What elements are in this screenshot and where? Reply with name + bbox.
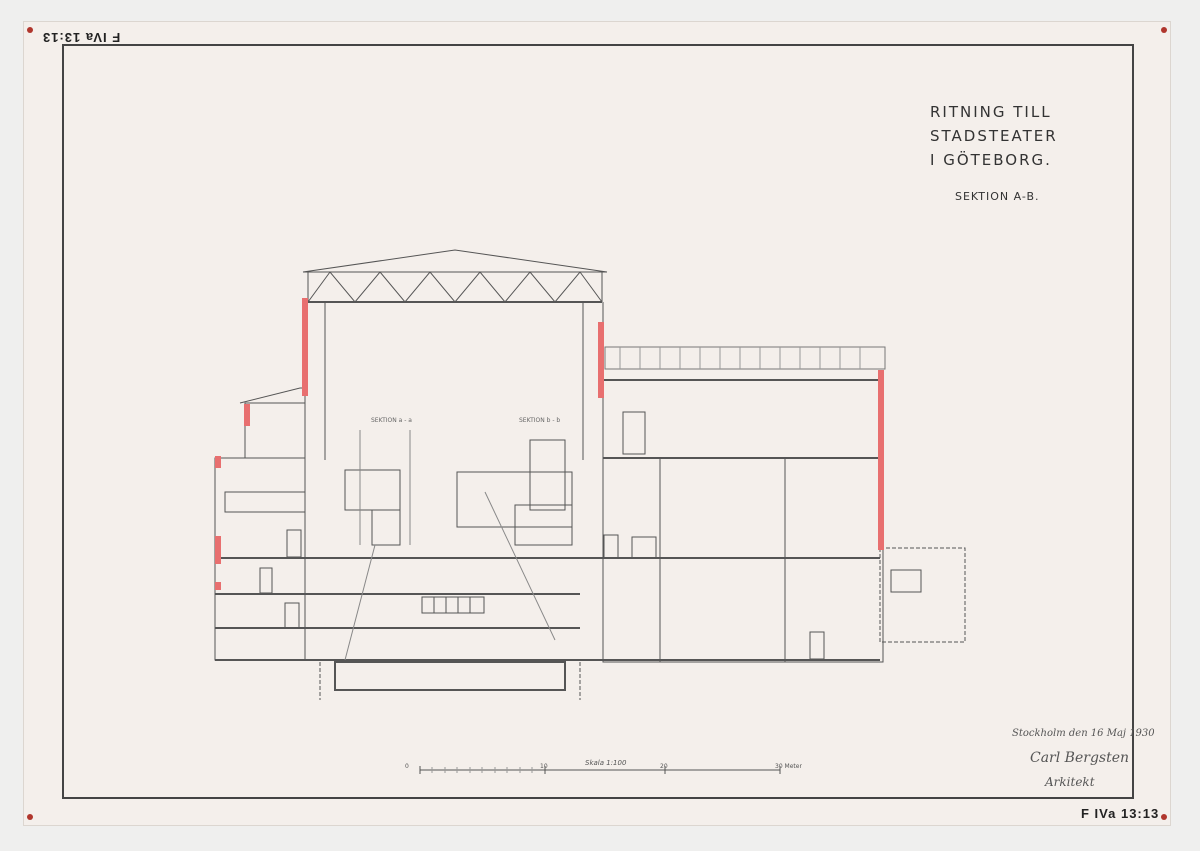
pin-top-right bbox=[1161, 27, 1167, 33]
scale-tick-20: 20 bbox=[660, 763, 668, 770]
scale-label: Skala 1:100 bbox=[585, 759, 627, 767]
section-label-a: SEKTION a - a bbox=[371, 417, 412, 424]
window-row bbox=[421, 596, 485, 614]
signature-title: Arkitekt bbox=[1045, 775, 1095, 789]
drawing-border bbox=[62, 44, 1134, 799]
archive-code-bottom: F IVa 13:13 bbox=[1081, 806, 1160, 821]
right-roof bbox=[603, 346, 886, 381]
drawing-title: RITNING TILL STADSTEATER I GÖTEBORG. bbox=[930, 100, 1058, 172]
title-line-2: STADSTEATER bbox=[930, 127, 1058, 145]
pin-bottom-right bbox=[1161, 814, 1167, 820]
scale-tick-30: 30 Meter bbox=[775, 763, 802, 770]
title-line-3: I GÖTEBORG. bbox=[930, 151, 1052, 169]
drawing-sheet bbox=[24, 22, 1170, 825]
signature-place-date: Stockholm den 16 Maj 1930 bbox=[1012, 728, 1155, 739]
stage-roof-truss bbox=[302, 249, 608, 303]
title-line-1: RITNING TILL bbox=[930, 103, 1052, 121]
pin-bottom-left bbox=[27, 814, 33, 820]
scale-tick-10: 10 bbox=[540, 763, 548, 770]
section-label-b: SEKTION b - b bbox=[519, 417, 560, 424]
cut-walls bbox=[215, 298, 884, 590]
scale-bar bbox=[419, 766, 781, 774]
pin-top-left bbox=[27, 27, 33, 33]
section-subtitle: SEKTION A-B. bbox=[955, 190, 1040, 203]
signature-name: Carl Bergsten bbox=[1030, 750, 1130, 766]
scale-tick-0: 0 bbox=[405, 763, 409, 770]
